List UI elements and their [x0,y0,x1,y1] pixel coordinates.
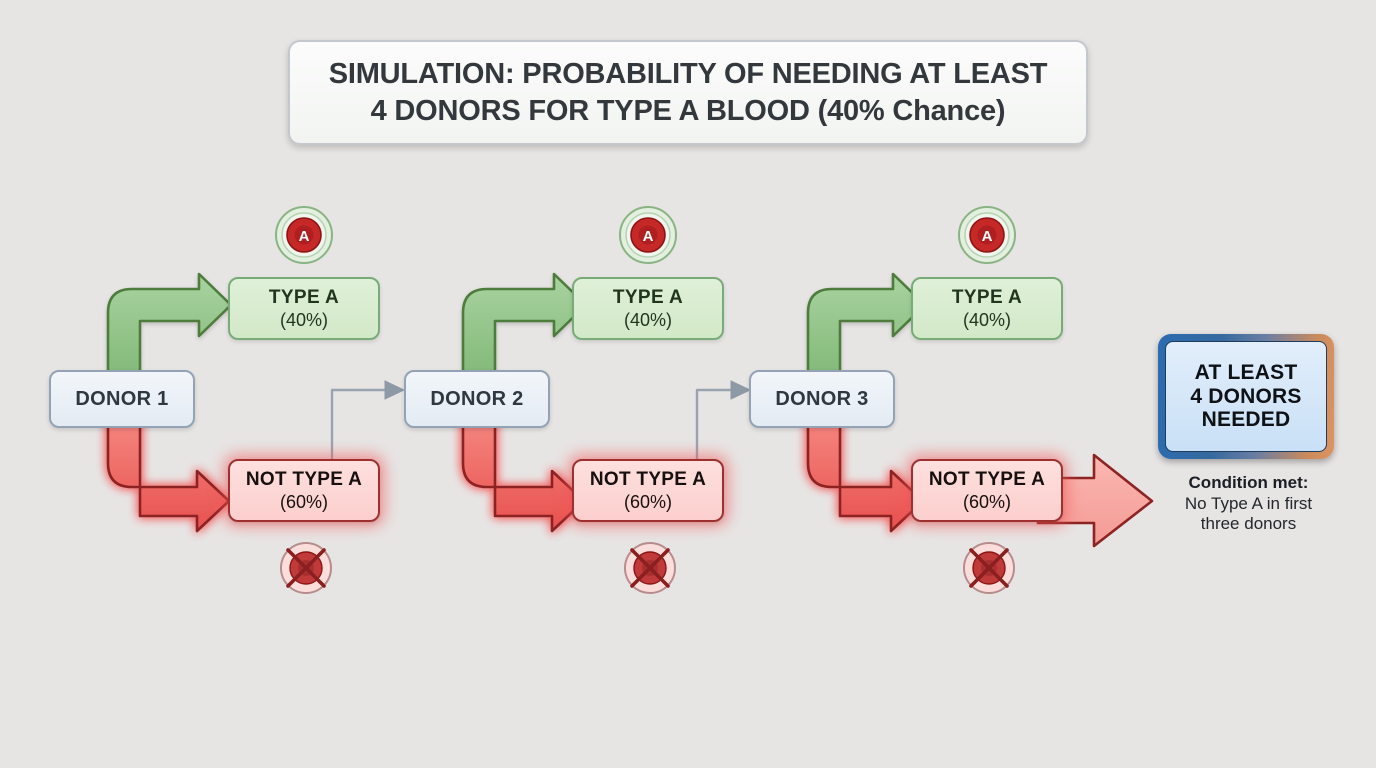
green-arrow-3 [806,272,927,382]
blood-cell-rejected-icon-1 [280,542,332,594]
type-a-box-3[interactable]: TYPE A (40%) [911,277,1063,340]
type-a-prob-3: (40%) [962,309,1011,330]
connector-1-to-donor-2 [330,380,406,465]
donor-box-3[interactable]: DONOR 3 [749,370,895,428]
condition-note: Condition met: No Type A in first three … [1146,473,1351,535]
blood-cell-rejected-icon-2 [624,542,676,594]
blood-cell-type-a-icon-3: A [958,206,1016,264]
donor-label-2: DONOR 2 [430,387,524,410]
blood-cell-rejected-icon-3 [963,542,1015,594]
type-a-prob-1: (40%) [279,309,328,330]
red-arrow-3 [806,416,925,533]
not-type-a-box-2[interactable]: NOT TYPE A (60%) [572,459,724,522]
not-type-a-label-1: NOT TYPE A [245,468,363,490]
condition-line-1: No Type A in first [1184,493,1313,513]
not-type-a-prob-3: (60%) [962,491,1011,512]
donor-box-2[interactable]: DONOR 2 [404,370,550,428]
not-type-a-box-1[interactable]: NOT TYPE A (60%) [228,459,380,522]
not-type-a-prob-2: (60%) [623,491,672,512]
not-type-a-box-3[interactable]: NOT TYPE A (60%) [911,459,1063,522]
condition-line-2: three donors [1200,514,1297,534]
blood-cell-letter-2: A [643,228,654,245]
title-line-1: SIMULATION: PROBABILITY OF NEEDING AT LE… [328,57,1048,90]
type-a-label-1: TYPE A [268,286,340,308]
type-a-prob-2: (40%) [623,309,672,330]
title-text: SIMULATION: PROBABILITY OF NEEDING AT LE… [329,56,1048,130]
final-arrow-to-result [1036,453,1154,548]
green-arrow-2 [461,272,588,382]
green-arrow-1 [106,272,233,382]
condition-heading: Condition met: [1188,473,1309,492]
blood-cell-type-a-icon-2: A [619,206,677,264]
blood-cell-letter-1: A [299,228,310,245]
type-a-label-3: TYPE A [951,286,1023,308]
title-card: SIMULATION: PROBABILITY OF NEEDING AT LE… [288,40,1088,145]
donor-box-1[interactable]: DONOR 1 [49,370,195,428]
type-a-box-2[interactable]: TYPE A (40%) [572,277,724,340]
not-type-a-prob-1: (60%) [279,491,328,512]
type-a-box-1[interactable]: TYPE A (40%) [228,277,380,340]
red-arrow-2 [461,416,586,533]
result-line-2: 4 DONORS [1190,384,1302,408]
result-line-1: AT LEAST [1194,360,1298,384]
red-arrow-1 [106,416,231,533]
title-line-2: 4 DONORS FOR TYPE A BLOOD (40% Chance) [370,94,1006,127]
type-a-label-2: TYPE A [612,286,684,308]
not-type-a-label-3: NOT TYPE A [928,468,1046,490]
blood-cell-letter-3: A [982,228,993,245]
blood-cell-type-a-icon-1: A [275,206,333,264]
result-inner: AT LEAST 4 DONORS NEEDED [1165,341,1327,452]
donor-label-1: DONOR 1 [75,387,169,410]
not-type-a-label-2: NOT TYPE A [589,468,707,490]
result-line-3: NEEDED [1201,408,1291,432]
connector-2-to-donor-3 [695,380,752,465]
donor-label-3: DONOR 3 [775,387,869,410]
result-box[interactable]: AT LEAST 4 DONORS NEEDED [1158,334,1334,459]
